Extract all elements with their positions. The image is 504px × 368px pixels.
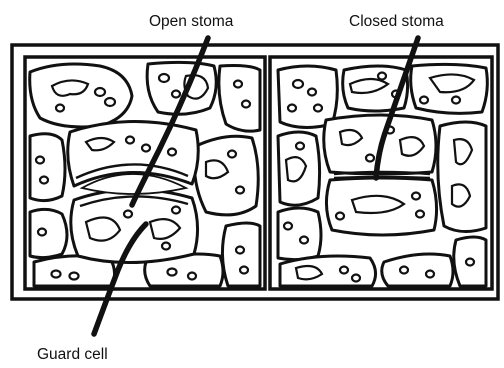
closed-stoma-label: Closed stoma — [349, 13, 444, 30]
epidermal-cell — [194, 136, 258, 215]
epidermal-cell — [222, 223, 260, 286]
epidermal-cell — [30, 64, 132, 127]
epidermal-cell — [30, 209, 67, 257]
epidermal-cell — [219, 66, 260, 132]
stomatal-pore-closed — [334, 177, 430, 178]
open-stoma-label: Open stoma — [149, 13, 234, 30]
epidermal-cell — [278, 208, 321, 260]
epidermal-cell — [280, 256, 376, 286]
epidermal-cell — [382, 254, 453, 286]
epidermal-cell — [30, 134, 65, 201]
guard-cell-label: Guard cell — [37, 346, 108, 363]
